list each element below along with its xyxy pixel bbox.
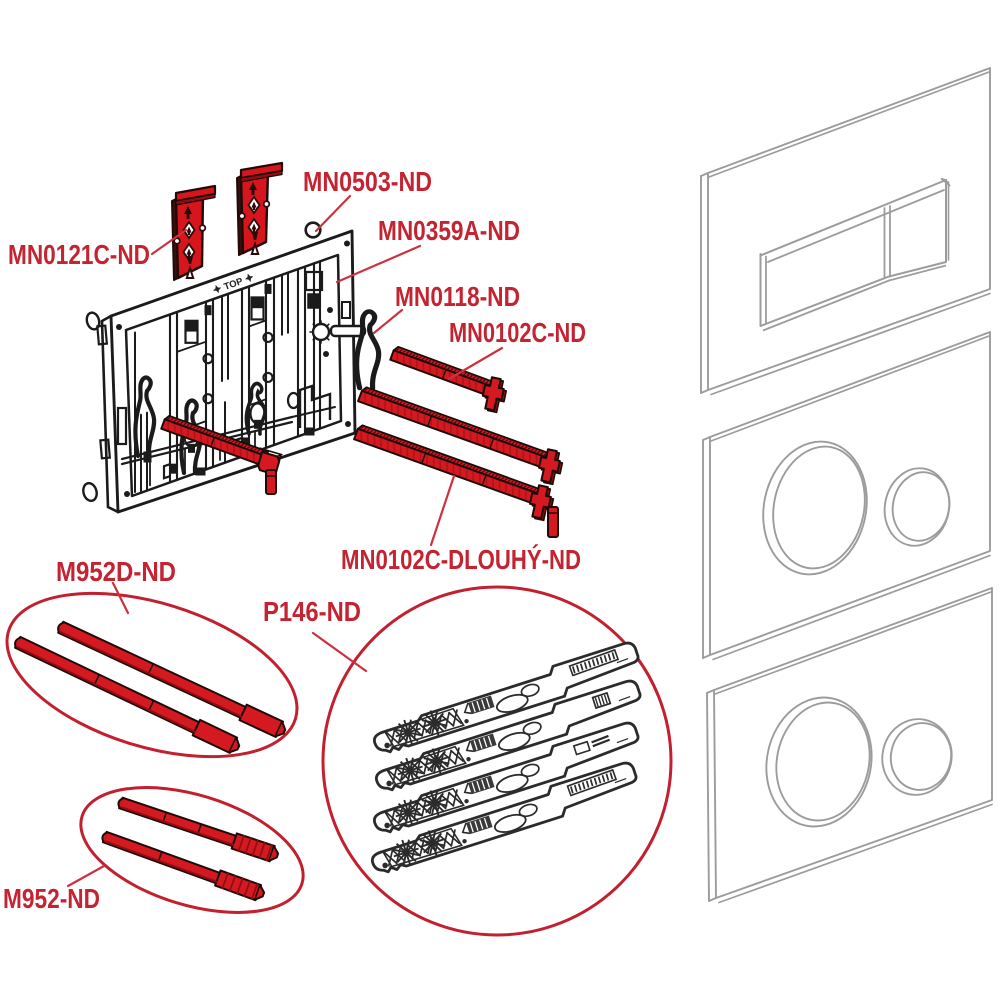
svg-text:MN0118-ND: MN0118-ND	[395, 281, 520, 312]
svg-text:MN0359A-ND: MN0359A-ND	[378, 215, 520, 246]
svg-text:MN0102C-ND: MN0102C-ND	[449, 317, 586, 348]
svg-text:MN0102C-DLOUHÝ-ND: MN0102C-DLOUHÝ-ND	[341, 544, 581, 575]
svg-text:MN0503-ND: MN0503-ND	[303, 166, 432, 197]
svg-text:P146-ND: P146-ND	[263, 596, 361, 627]
svg-text:M952D-ND: M952D-ND	[56, 556, 176, 587]
svg-text:M952-ND: M952-ND	[3, 883, 100, 914]
svg-text:MN0121C-ND: MN0121C-ND	[8, 239, 150, 270]
